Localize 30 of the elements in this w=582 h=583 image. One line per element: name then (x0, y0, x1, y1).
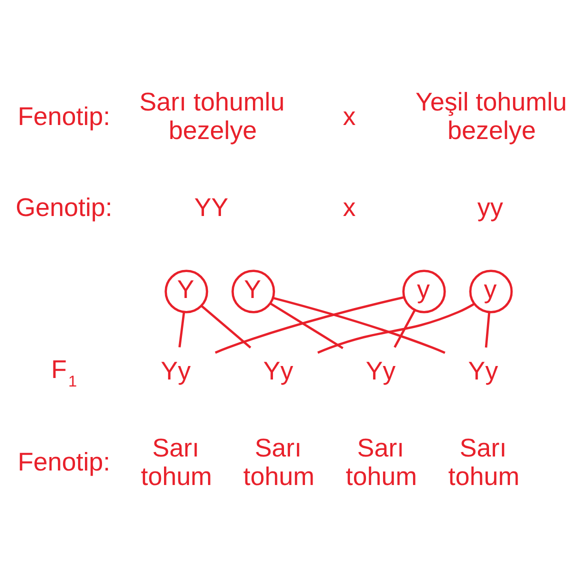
label: Sarı tohum (140, 434, 212, 491)
label: Fenotip: (18, 102, 110, 131)
label: F$_{1}$ (51, 356, 77, 391)
connector (394, 310, 416, 348)
label: Sarı tohum (243, 434, 315, 491)
connector (272, 296, 446, 354)
node-circle: Y (164, 270, 208, 314)
label: Sarı tohum (448, 434, 520, 491)
label: x (342, 102, 356, 131)
node-circle: y (469, 270, 513, 314)
label: Genotip: (16, 194, 112, 222)
node-text: Yy (366, 358, 396, 386)
node-text: Yy (160, 358, 191, 386)
connector (270, 302, 344, 350)
label: yy (477, 194, 504, 222)
label: Sarı tohumlu bezelye (139, 88, 285, 146)
node-text: Yy (263, 358, 294, 386)
node-circle: y (402, 270, 446, 314)
connector (200, 305, 252, 349)
connector (178, 312, 186, 348)
label: x (342, 194, 356, 222)
label: Sarı tohum (346, 434, 417, 491)
connector (214, 296, 404, 354)
node-text: Yy (468, 358, 498, 386)
node-circle: Y (232, 270, 276, 314)
label: YY (194, 194, 228, 222)
connector (317, 302, 475, 354)
connector (484, 312, 490, 348)
label: Yeşil tohumlu bezelye (416, 88, 567, 146)
label: Fenotip: (18, 448, 110, 477)
